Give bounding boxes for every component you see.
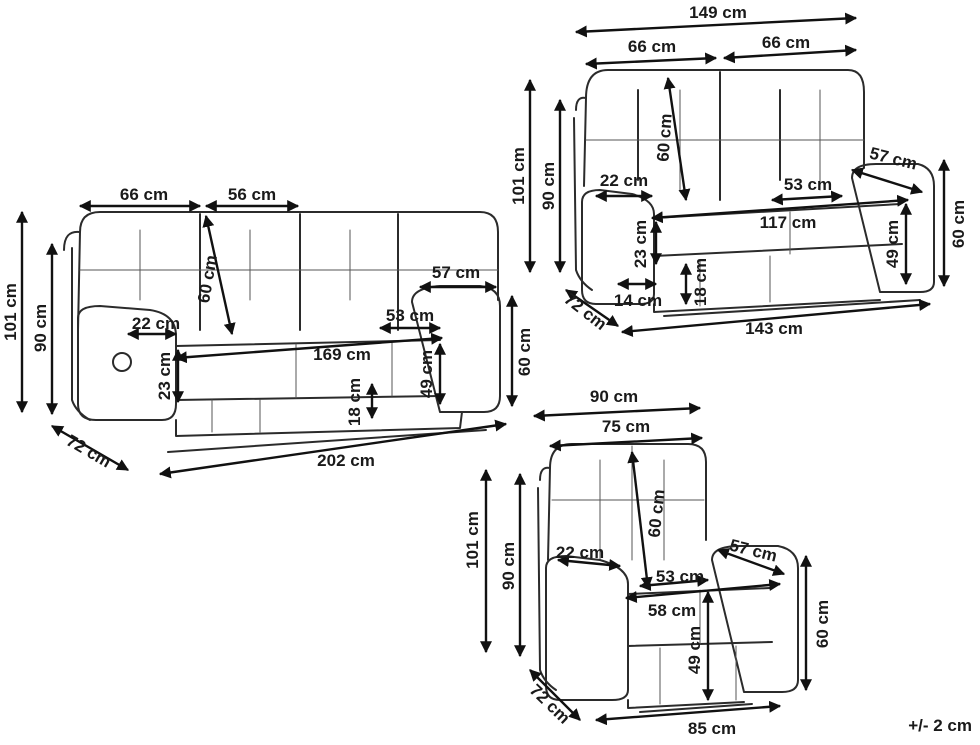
sofa2-height-total-label: 101 cm — [509, 147, 528, 205]
sofa2-armrest-depth-label: 57 cm — [868, 144, 919, 174]
armchair-armrest-height-label: 60 cm — [813, 600, 832, 648]
armchair-labels: 90 cm 75 cm 60 cm 22 cm 57 cm 53 cm 58 c… — [463, 387, 832, 738]
sofa3-depth-label: 72 cm — [63, 431, 114, 472]
sofa2-back-width-right-label: 66 cm — [762, 33, 810, 52]
sofa3-armrest-height-label: 60 cm — [515, 328, 534, 376]
armchair-seat-height-label: 49 cm — [685, 626, 704, 674]
sofa3-armrest-depth-label: 57 cm — [432, 263, 480, 282]
sofa3-height-back-label: 90 cm — [31, 304, 50, 352]
sofa3-seat-cushion-label: 23 cm — [155, 352, 174, 400]
sofa2-seat-inner-width-label: 117 cm — [760, 213, 817, 232]
armchair-back-width-label: 75 cm — [602, 417, 650, 436]
sofa-3-seater-dimensions — [16, 200, 518, 479]
sofa-2-seater-drawing — [573, 69, 935, 317]
sofa2-seat-cushion-label: 23 cm — [631, 220, 650, 268]
sofa3-seat-height-label: 49 cm — [417, 350, 436, 398]
armchair-height-total-label: 101 cm — [463, 511, 482, 569]
sofa3-leg-clearance-label: 18 cm — [345, 378, 364, 426]
armchair-armrest-depth-label: 57 cm — [728, 536, 779, 566]
sofa2-leg-clearance-label: 18 cm — [691, 258, 710, 306]
sofa2-back-width-left-label: 66 cm — [628, 37, 676, 56]
armchair-dimensions — [480, 402, 812, 726]
sofa3-width-total-label: 202 cm — [317, 451, 375, 470]
armchair-width-total-label: 85 cm — [688, 719, 736, 738]
sofa2-height-back-label: 90 cm — [539, 162, 558, 210]
sofa3-height-total-label: 101 cm — [1, 283, 20, 341]
sofa2-armrest-height-label: 60 cm — [949, 200, 968, 248]
armchair-armrest-width-label: 22 cm — [556, 543, 604, 562]
armchair-depth-label: 72 cm — [526, 680, 574, 727]
armchair-seat-depth-label: 53 cm — [656, 567, 704, 586]
armchair-back-cushion-label: 60 cm — [645, 488, 669, 538]
sofa2-seat-height-label: 49 cm — [883, 220, 902, 268]
sofa-3-seater-drawing — [63, 211, 501, 453]
sofa2-depth-label: 72 cm — [561, 289, 611, 334]
sofa3-armrest-width-label: 22 cm — [132, 314, 180, 333]
armchair-seat-inner-width-label: 58 cm — [648, 601, 696, 620]
sofa2-width-top-label: 149 cm — [689, 3, 747, 22]
sofa3-back-width-middle-label: 56 cm — [228, 185, 276, 204]
sofa3-seat-inner-width-label: 169 cm — [313, 345, 371, 364]
sofa-2-seater-dimensions — [524, 12, 950, 337]
sofa2-width-total-label: 143 cm — [745, 319, 803, 338]
sofa3-seat-depth-label: 53 cm — [386, 306, 434, 325]
sofa-2-seater-labels: 149 cm 66 cm 66 cm 60 cm 22 cm 53 cm 57 … — [509, 3, 968, 338]
armchair-width-top-label: 90 cm — [590, 387, 638, 406]
armchair-height-back-label: 90 cm — [499, 542, 518, 590]
tolerance-note: +/- 2 cm — [908, 716, 972, 735]
sofa2-back-cushion-label: 60 cm — [653, 113, 675, 162]
sofa2-seat-depth-label: 53 cm — [784, 175, 832, 194]
sofa2-armrest-width-label: 22 cm — [600, 171, 648, 190]
sofa3-back-cushion-label: 60 cm — [194, 254, 221, 305]
sofa2-foot-inset-label: 14 cm — [614, 291, 662, 310]
sofa3-back-width-outer-label: 66 cm — [120, 185, 168, 204]
